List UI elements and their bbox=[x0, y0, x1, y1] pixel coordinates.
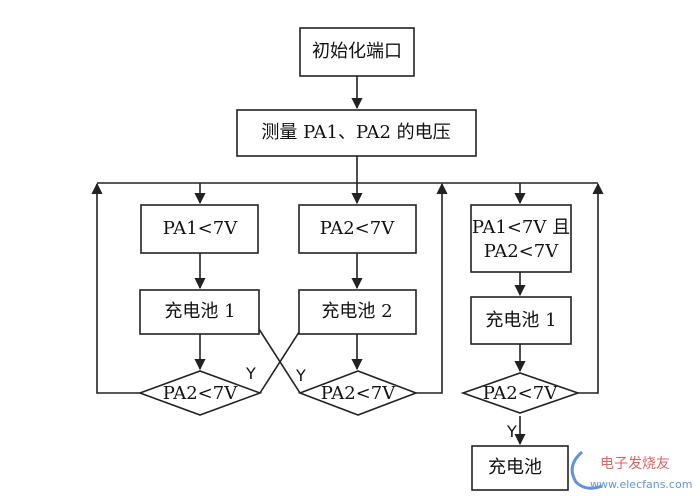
charge4-label: 充电池 bbox=[488, 457, 542, 478]
charge2-box bbox=[298, 289, 417, 335]
decision3-diamond bbox=[460, 372, 581, 414]
yes-label-1: Y bbox=[245, 364, 256, 383]
init-box bbox=[299, 27, 415, 77]
cond2-label: PA2<7V bbox=[320, 218, 395, 239]
cond2-box bbox=[298, 204, 417, 254]
watermark-url: www.elecfans.com bbox=[590, 478, 692, 491]
loop-decision3-to-bus bbox=[578, 182, 604, 394]
charge3-box bbox=[470, 296, 572, 345]
watermark: 电子发烧友 www.elecfans.com bbox=[570, 450, 692, 491]
yes-label-2: Y bbox=[295, 366, 306, 385]
charge3-label: 充电池 1 bbox=[485, 310, 556, 331]
loop-decision2-to-bus bbox=[416, 182, 448, 394]
cond3-box bbox=[470, 204, 572, 273]
charge1-label: 充电池 1 bbox=[164, 301, 235, 322]
charge2-label: 充电池 2 bbox=[321, 301, 392, 322]
yes-label-3: Y bbox=[506, 422, 517, 441]
cond1-box bbox=[140, 204, 259, 254]
decision2-label: PA2<7V bbox=[321, 383, 396, 404]
measure-label: 测量 PA1、PA2 的电压 bbox=[261, 122, 450, 143]
init-label: 初始化端口 bbox=[312, 41, 402, 62]
loop-decision1-to-bus bbox=[91, 182, 140, 394]
watermark-text: 电子发烧友 bbox=[600, 456, 670, 472]
watermark-logo-icon bbox=[570, 450, 603, 490]
cond3-label-line2: PA2<7V bbox=[484, 241, 559, 262]
decision2-diamond bbox=[297, 370, 419, 416]
decision1-diamond bbox=[137, 370, 263, 416]
measure-box bbox=[236, 109, 477, 157]
decision1-label: PA2<7V bbox=[163, 383, 238, 404]
charge1-box bbox=[139, 289, 260, 335]
cond1-label: PA1<7V bbox=[163, 218, 238, 239]
charge4-box bbox=[471, 445, 569, 491]
cond3-label-line1: PA1<7V 且 bbox=[472, 217, 570, 238]
decision3-label: PA2<7V bbox=[483, 383, 558, 404]
